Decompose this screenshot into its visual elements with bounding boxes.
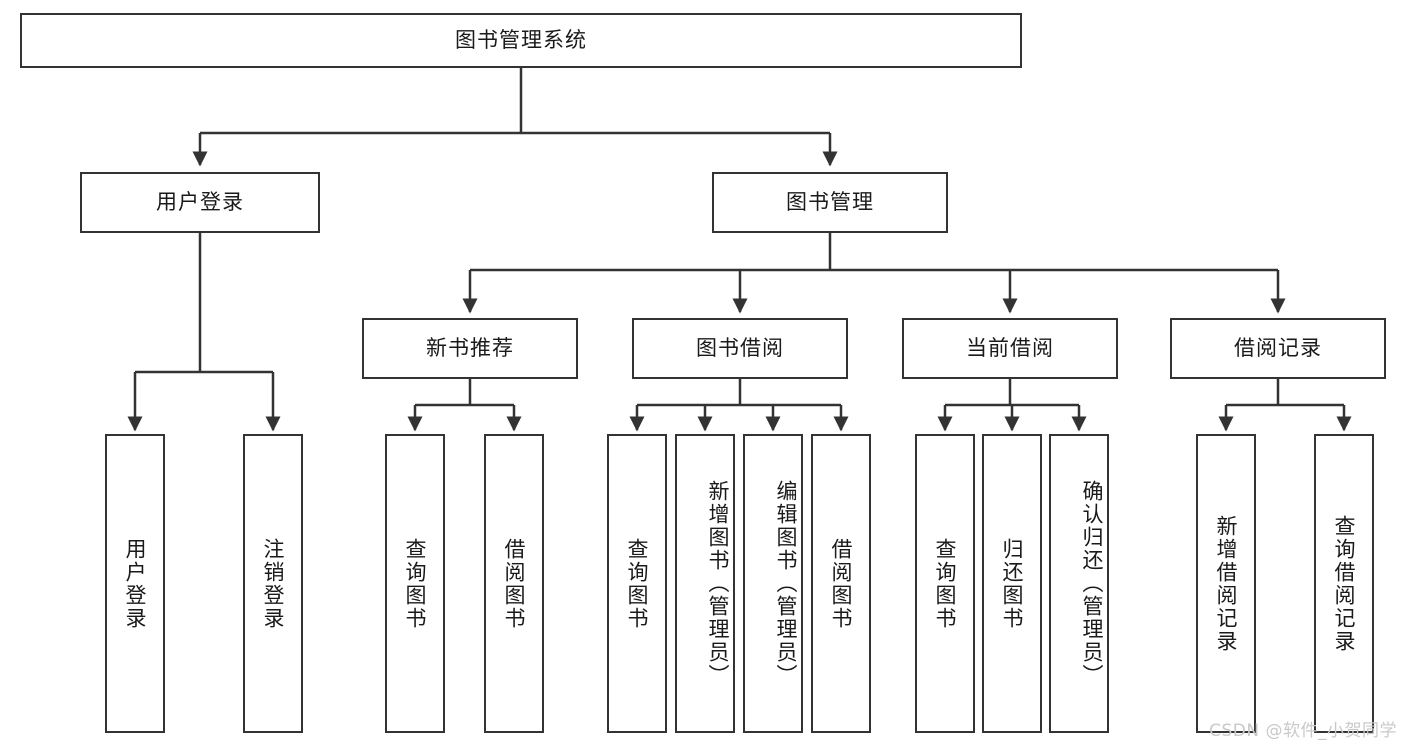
node-leaf-query-record-label: 查询借阅记录 xyxy=(1332,514,1356,653)
node-new-book-rec-label: 新书推荐 xyxy=(426,335,514,360)
csdn-watermark: CSDN @软件_小贺同学 xyxy=(1209,721,1397,741)
node-leaf-query-book-1-label: 查询图书 xyxy=(403,537,427,630)
node-leaf-logout-label: 注销登录 xyxy=(261,537,285,630)
node-leaf-return-book-label: 归还图书 xyxy=(1000,537,1024,630)
node-current-borrow[interactable]: 当前借阅 xyxy=(902,318,1118,379)
node-leaf-query-record[interactable]: 查询借阅记录 xyxy=(1314,434,1374,733)
node-borrow-record-label: 借阅记录 xyxy=(1234,335,1322,360)
node-leaf-query-book-2[interactable]: 查询图书 xyxy=(607,434,667,733)
node-leaf-confirm-return[interactable]: 确认归还（管理员） xyxy=(1049,434,1109,733)
node-root-label: 图书管理系统 xyxy=(455,27,587,52)
node-leaf-user-login[interactable]: 用户登录 xyxy=(105,434,165,733)
node-book-manage-label: 图书管理 xyxy=(786,189,874,214)
node-book-manage[interactable]: 图书管理 xyxy=(712,172,948,233)
node-leaf-add-book[interactable]: 新增图书（管理员） xyxy=(675,434,735,733)
node-leaf-query-book-3-label: 查询图书 xyxy=(933,537,957,630)
node-new-book-rec[interactable]: 新书推荐 xyxy=(362,318,578,379)
node-book-borrow[interactable]: 图书借阅 xyxy=(632,318,848,379)
node-leaf-query-book-2-label: 查询图书 xyxy=(625,537,649,630)
node-leaf-borrow-book-2[interactable]: 借阅图书 xyxy=(811,434,871,733)
node-leaf-query-book-1[interactable]: 查询图书 xyxy=(385,434,445,733)
node-leaf-return-book[interactable]: 归还图书 xyxy=(982,434,1042,733)
node-leaf-add-record[interactable]: 新增借阅记录 xyxy=(1196,434,1256,733)
node-book-borrow-label: 图书借阅 xyxy=(696,335,784,360)
node-leaf-borrow-book-1-label: 借阅图书 xyxy=(502,537,526,630)
node-borrow-record[interactable]: 借阅记录 xyxy=(1170,318,1386,379)
node-leaf-logout[interactable]: 注销登录 xyxy=(243,434,303,733)
node-leaf-edit-book[interactable]: 编辑图书（管理员） xyxy=(743,434,803,733)
node-leaf-borrow-book-1[interactable]: 借阅图书 xyxy=(484,434,544,733)
node-leaf-confirm-return-label: 确认归还（管理员） xyxy=(1080,480,1104,687)
node-user-login[interactable]: 用户登录 xyxy=(80,172,320,233)
node-leaf-borrow-book-2-label: 借阅图书 xyxy=(829,537,853,630)
node-leaf-add-book-label: 新增图书（管理员） xyxy=(706,480,730,687)
node-leaf-user-login-label: 用户登录 xyxy=(123,537,147,630)
node-root[interactable]: 图书管理系统 xyxy=(20,13,1022,68)
node-leaf-edit-book-label: 编辑图书（管理员） xyxy=(774,480,798,687)
node-leaf-query-book-3[interactable]: 查询图书 xyxy=(915,434,975,733)
node-leaf-add-record-label: 新增借阅记录 xyxy=(1214,514,1238,653)
node-current-borrow-label: 当前借阅 xyxy=(966,335,1054,360)
node-user-login-label: 用户登录 xyxy=(156,189,244,214)
